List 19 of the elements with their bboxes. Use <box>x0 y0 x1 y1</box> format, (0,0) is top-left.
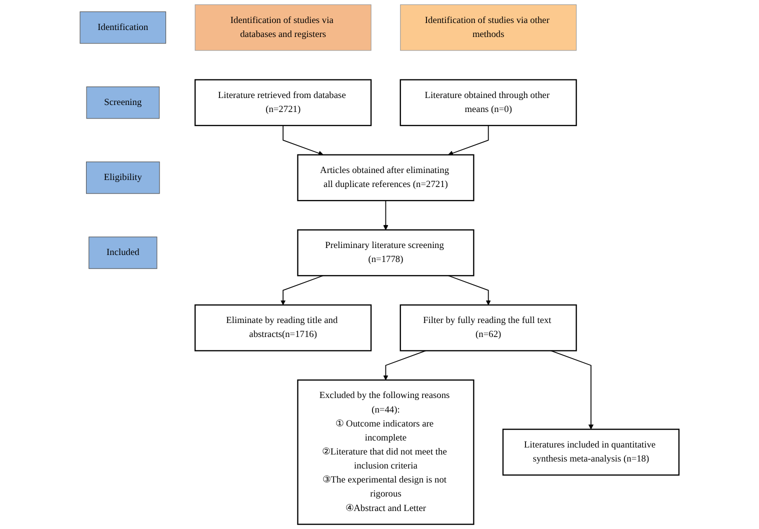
node-box: Identification of studies via databases and registers <box>194 4 372 51</box>
arrow <box>448 125 489 156</box>
node-box: Literature obtained through other means (n=0) <box>400 79 577 126</box>
node-box: Eligibility <box>86 162 160 194</box>
arrow <box>550 350 594 430</box>
node-box: Excluded by the following reasons (n=44): ① Outcome indicators are incomplete ②Literature that did not meet the inclusion criteria ③The experimental design is not rigorous ④Abstract and Letter <box>297 379 474 525</box>
arrow <box>282 125 324 156</box>
node-box: Articles obtained after eliminating all duplicate references (n=2721) <box>297 154 474 202</box>
arrow <box>383 200 388 230</box>
node-box: Eliminate by reading title and abstracts(n=1716) <box>194 304 372 352</box>
node-box: Identification of studies via other methods <box>400 4 577 51</box>
node-box: Screening <box>86 86 160 119</box>
arrow <box>383 350 426 380</box>
node-box: Included <box>88 236 158 269</box>
node-box: Filter by fully reading the full text (n=62) <box>400 304 577 352</box>
node-box: Preliminary literature screening (n=1778) <box>297 229 474 276</box>
node-box: Identification <box>80 11 166 44</box>
node-box: Literature retrieved from database (n=2721) <box>194 79 372 126</box>
node-box: Literatures included in quantitative synthesis meta-analysis (n=18) <box>502 428 680 476</box>
